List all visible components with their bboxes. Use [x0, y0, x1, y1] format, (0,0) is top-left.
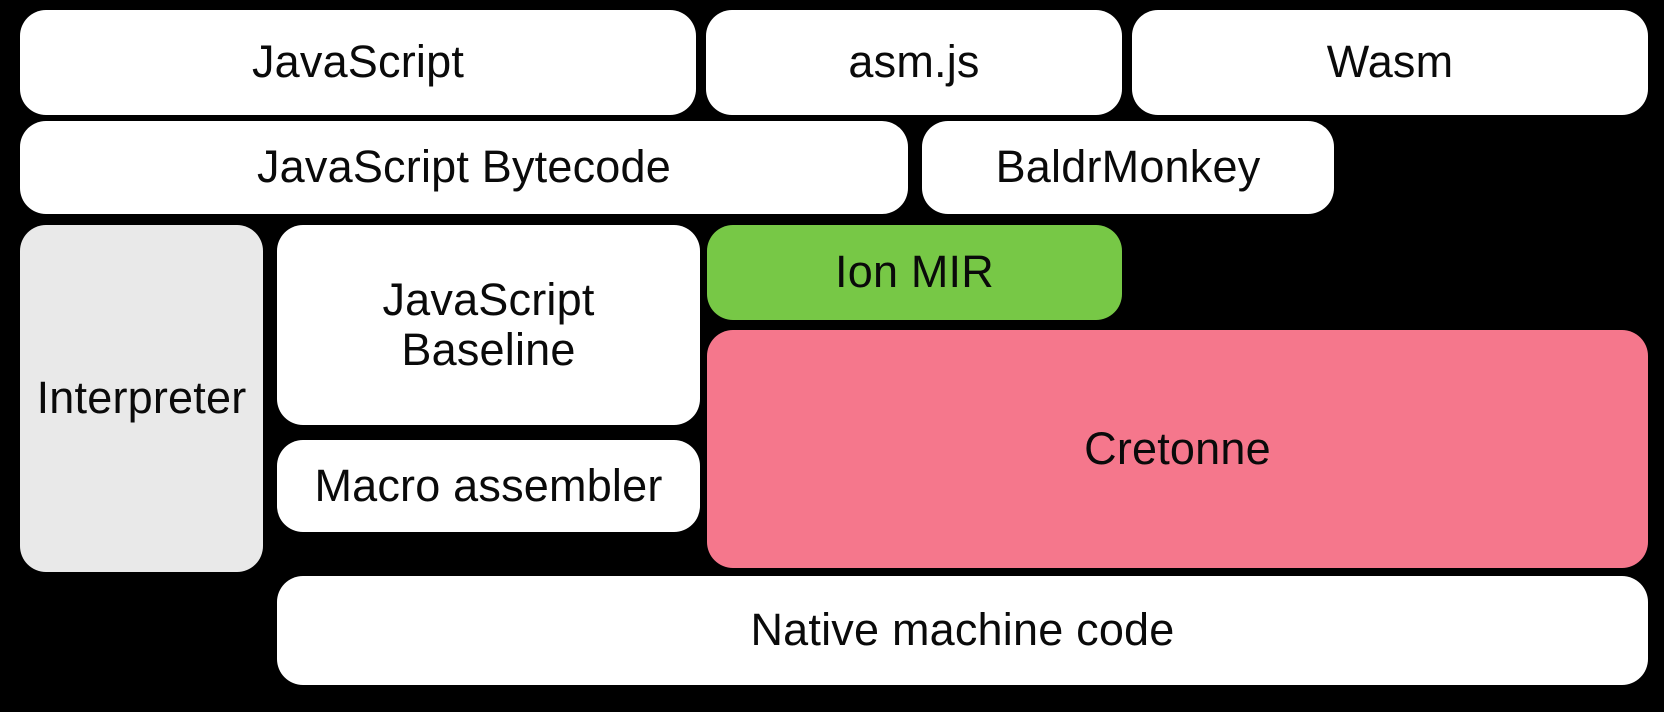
node-baldrmonkey[interactable]: BaldrMonkey [922, 121, 1334, 214]
node-javascript[interactable]: JavaScript [20, 10, 696, 115]
node-interpreter[interactable]: Interpreter [20, 225, 263, 572]
node-asmjs[interactable]: asm.js [706, 10, 1122, 115]
node-ion-mir[interactable]: Ion MIR [707, 225, 1122, 320]
node-native-machine-code[interactable]: Native machine code [277, 576, 1648, 685]
node-cretonne[interactable]: Cretonne [707, 330, 1648, 568]
node-javascript-baseline[interactable]: JavaScript Baseline [277, 225, 700, 425]
node-javascript-bytecode[interactable]: JavaScript Bytecode [20, 121, 908, 214]
node-macro-assembler[interactable]: Macro assembler [277, 440, 700, 532]
node-wasm[interactable]: Wasm [1132, 10, 1648, 115]
